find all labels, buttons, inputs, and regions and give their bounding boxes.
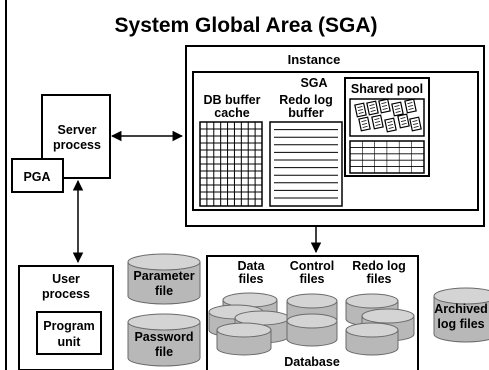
cylinder-body — [433, 295, 489, 343]
page-title: System Global Area (SGA) — [115, 14, 378, 37]
library-cache-sheets — [354, 98, 422, 133]
archived-log-files-label-2: log files — [437, 317, 484, 331]
sheet-line — [401, 123, 407, 125]
password-file-label-1: Password — [134, 330, 193, 344]
redo-log-buffer-label-2: buffer — [288, 106, 324, 120]
sheet-line — [369, 107, 376, 109]
program-unit-label-2: unit — [58, 335, 82, 349]
sheet-line — [407, 105, 414, 107]
database-box — [206, 255, 419, 370]
control-files-label-1: Control — [290, 259, 334, 273]
sheet-line — [387, 121, 393, 123]
password-file-cylinder — [127, 313, 201, 367]
sheet-line — [381, 102, 387, 104]
sheet-line — [400, 117, 406, 119]
sheet-line — [395, 111, 401, 113]
sheet-line — [407, 102, 413, 104]
database-label: Database — [284, 355, 340, 369]
data-files-cylinders — [208, 292, 290, 356]
data-files-label-2: files — [238, 272, 263, 286]
control-files-label-2: files — [299, 272, 324, 286]
sheet-line — [400, 120, 407, 122]
cylinder-top — [127, 253, 201, 271]
redo-log-files-cylinders — [345, 293, 415, 356]
db-buffer-cache-label-1: DB buffer — [204, 93, 261, 107]
sheet-line — [382, 108, 388, 110]
sheet-line — [361, 123, 368, 125]
cylinder-top — [345, 322, 399, 338]
sheet-line — [413, 126, 419, 128]
sheet-line — [394, 108, 401, 110]
pga-box — [11, 158, 64, 193]
sheet-line — [357, 106, 363, 108]
sga-label: SGA — [300, 76, 327, 90]
sheet-line — [381, 105, 388, 107]
user-process-label-2: process — [42, 287, 90, 301]
redo-log-files-label-1: Redo log — [352, 259, 405, 273]
pga-label: PGA — [23, 170, 50, 184]
cylinder-top — [345, 293, 399, 309]
parameter-file-cylinder — [127, 253, 201, 305]
cylinder-top — [216, 322, 272, 338]
dictionary-cache-rows — [350, 141, 424, 173]
cylinder-top — [127, 313, 201, 331]
cylinder-body — [127, 321, 201, 367]
db-buffer-cache-grid — [199, 121, 263, 207]
server-process-label-2: process — [53, 138, 101, 152]
sheet-line — [370, 110, 376, 112]
sheet-line — [412, 120, 418, 122]
sheet-line — [362, 126, 368, 128]
sheet-line — [357, 109, 364, 111]
redo-log-files-label-2: files — [366, 272, 391, 286]
sheet-line — [369, 104, 375, 106]
program-unit-label-1: Program — [43, 319, 94, 333]
instance-label: Instance — [288, 52, 341, 67]
cylinder-top — [361, 308, 415, 324]
parameter-file-label-1: Parameter — [133, 269, 194, 283]
archived-log-files-cylinder — [433, 287, 489, 343]
user-process-label-1: User — [52, 272, 80, 286]
archived-log-files-label-1: Archived — [434, 302, 488, 316]
sheet-line — [394, 105, 400, 107]
sheet-line — [388, 127, 394, 129]
cylinder-top — [433, 287, 489, 305]
sheet-line — [374, 118, 380, 120]
cylinder-top — [286, 293, 338, 309]
cylinder-top — [286, 313, 338, 329]
sheet-line — [358, 112, 364, 114]
cylinder-body — [127, 261, 201, 305]
control-files-cylinders — [286, 293, 338, 347]
shared-pool-label: Shared pool — [351, 82, 423, 96]
redo-log-buffer-box — [269, 121, 343, 207]
sheet-line — [412, 123, 419, 125]
redo-log-buffer-label-1: Redo log — [279, 93, 332, 107]
redo-log-buffer-lines — [274, 129, 338, 199]
data-files-label-1: Data — [237, 259, 265, 273]
program-unit-box — [36, 311, 102, 355]
sheet-line — [375, 124, 381, 126]
sheet-line — [387, 124, 394, 126]
sheet-line — [361, 120, 367, 122]
password-file-label-2: file — [155, 345, 173, 359]
parameter-file-label-2: file — [155, 284, 173, 298]
server-process-label-1: Server — [58, 123, 97, 137]
db-buffer-cache-label-2: cache — [214, 106, 249, 120]
sheet-line — [408, 108, 414, 110]
sheet-line — [374, 121, 381, 123]
